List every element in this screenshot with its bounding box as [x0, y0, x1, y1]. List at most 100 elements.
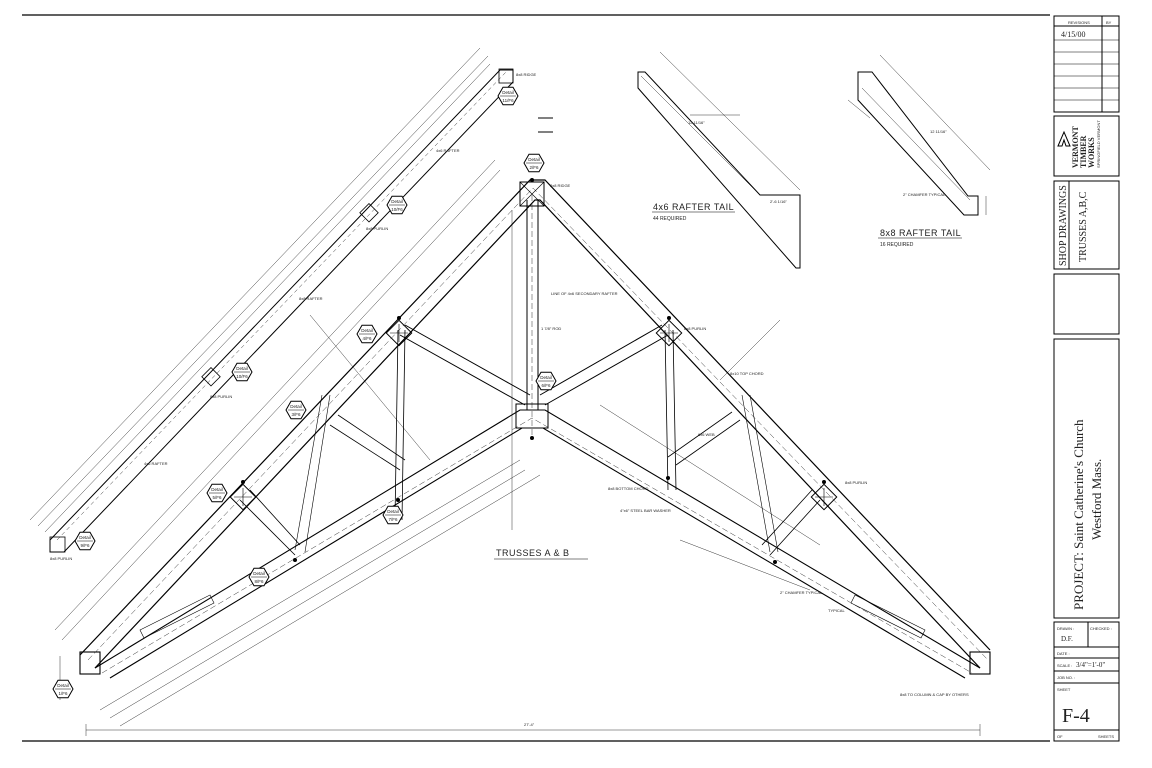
detail-label: Detail — [387, 509, 399, 514]
detail-ref: 3/F6 — [291, 412, 301, 417]
detail-callout-d3: Detail 3/F6 — [285, 400, 307, 420]
tail1-qty: 44 REQUIRED — [653, 216, 687, 222]
rafter-tail-8x8 — [847, 54, 991, 216]
tail1-title: 4x6 RAFTER TAIL — [653, 202, 734, 212]
note-top-chord: 8x10 TOP CHORD — [730, 371, 764, 376]
detail-ref: 10/F6 — [236, 374, 248, 379]
project-location: Westford Mass. — [1089, 459, 1104, 540]
note-secondary-rafter: LINE OF 4x6 SECONDARY RAFTER — [551, 291, 618, 296]
detail-callout-d2: Detail 2/F6 — [523, 153, 545, 173]
detail-ref: 11/F6 — [502, 98, 514, 103]
outer-rafter-dimensions — [29, 47, 491, 533]
drawing-subject: TRUSSES A,B,C — [1078, 191, 1089, 262]
detail-callout-d1: Detail 1/F6 — [52, 679, 74, 699]
company-logo — [1057, 130, 1071, 147]
detail-ref: 5/F6 — [212, 495, 222, 500]
note-purlin-right: 8x8 PURLIN — [684, 326, 706, 331]
sheet-number: F-4 — [1062, 705, 1090, 727]
drawn-value: D.F. — [1061, 635, 1073, 643]
detail-ref: 9/F6 — [80, 543, 90, 548]
note-purlin-right2: 8x8 PURLIN — [845, 480, 867, 485]
note-post: 8x8 TO COLUMN & CAP BY OTHERS — [900, 692, 969, 697]
tail1-dim-a: 12 11/16" — [688, 120, 705, 125]
tail2-dim-b: 2" CHAMFER TYPICAL — [903, 192, 946, 197]
main-view-title: TRUSSES A & B — [496, 548, 570, 558]
detail-label: Detail — [502, 90, 514, 95]
detail-ref: 1/F6 — [58, 691, 68, 696]
detail-callout-d4: Detail 4/F6 — [356, 324, 378, 344]
rafter-tail-4x6 — [637, 51, 801, 269]
note-bottom-chord: 8x8 BOTTOM CHORD — [608, 486, 648, 491]
note-web: 6x6 WEB — [698, 432, 715, 437]
scale-value: 3/4"=1'-0" — [1076, 661, 1105, 669]
sheets-label: SHEETS — [1098, 734, 1114, 739]
note-typical: TYPICAL — [828, 608, 845, 613]
detail-callout-d6: Detail 6/F6 — [535, 371, 557, 391]
svg-text:WORKS: WORKS — [1087, 137, 1096, 168]
drawn-label: DRAWN : — [1057, 626, 1074, 631]
note-rafter-upper: 4x6 RAFTER — [436, 148, 460, 153]
detail-callouts: Detail11/F6Detail10/F6Detail10/F6Detail9… — [52, 86, 557, 699]
outer-rafter — [49, 68, 514, 553]
revisions-header: REVISIONS — [1068, 20, 1090, 25]
detail-ref: 8/F6 — [254, 579, 264, 584]
detail-label: Detail — [236, 366, 248, 371]
span-dimension: 27'-4" — [524, 722, 535, 727]
tail2-title: 8x8 RAFTER TAIL — [880, 228, 961, 238]
detail-label: Detail — [253, 571, 265, 576]
drawing-type: SHOP DRAWINGS — [1058, 185, 1069, 266]
date-label: DATE : — [1057, 651, 1070, 656]
note-ridge-main: 8x8 RIDGE — [550, 183, 571, 188]
job-label: JOB NO. : — [1057, 675, 1075, 680]
detail-callout-d10: Detail 10/F6 — [386, 195, 408, 215]
note-rafter-lower: 4x6 RAFTER — [144, 461, 168, 466]
note-steel-bar: 4"x6" STEEL BAR WASHER — [620, 508, 671, 513]
detail-label: Detail — [79, 535, 91, 540]
tail1-dim-b: 2'-6 1/16" — [770, 199, 787, 204]
note-chamfer: 2" CHAMFER TYPICAL — [780, 590, 823, 595]
detail-label: Detail — [391, 199, 403, 204]
project-name: PROJECT: Saint Catherine's Church — [1071, 419, 1086, 610]
note-rafter-mid: 8x8 RAFTER — [299, 296, 323, 301]
of-label: OF — [1057, 734, 1063, 739]
sheet-label: SHEET — [1057, 687, 1071, 692]
detail-label: Detail — [290, 404, 302, 409]
sheet-border — [22, 14, 1050, 742]
detail-label: Detail — [361, 328, 373, 333]
title-block — [1053, 15, 1120, 742]
svg-text:SPRINGFIELD VERMONT: SPRINGFIELD VERMONT — [1096, 120, 1101, 168]
detail-ref: 2/F6 — [529, 165, 539, 170]
truss-hardware — [241, 178, 826, 564]
center-marks — [538, 117, 553, 133]
detail-label: Detail — [528, 157, 540, 162]
note-purlin-b: 8x8 PURLIN — [210, 394, 232, 399]
tail2-qty: 16 REQUIRED — [880, 242, 914, 248]
detail-label: Detail — [540, 375, 552, 380]
svg-text:TIMBER: TIMBER — [1079, 135, 1088, 168]
scale-label: SCALE : — [1057, 663, 1072, 668]
detail-ref: 6/F6 — [541, 383, 551, 388]
detail-ref: 7/F6 — [388, 517, 398, 522]
checked-label: CHECKED : — [1090, 626, 1112, 631]
detail-callout-d8: Detail 8/F6 — [248, 567, 270, 587]
tail2-dim-a: 12 11/16" — [930, 129, 947, 134]
note-ridge-top: 8x8 RIDGE — [516, 72, 537, 77]
detail-callout-d9: Detail 9/F6 — [74, 531, 96, 551]
detail-callout-d7: Detail 7/F6 — [382, 505, 404, 525]
note-purlin-c: 8x8 PURLIN — [50, 556, 72, 561]
note-purlin-a: 8x8 PURLIN — [366, 226, 388, 231]
revision-date: 4/15/00 — [1061, 30, 1085, 39]
detail-callout-d5: Detail 5/F6 — [206, 483, 228, 503]
svg-text:VERMONT: VERMONT — [1071, 126, 1080, 168]
detail-callout-d11: Detail 11/F6 — [497, 86, 519, 106]
by-header: BY — [1106, 20, 1112, 25]
detail-ref: 10/F6 — [391, 207, 403, 212]
detail-ref: 4/F6 — [362, 336, 372, 341]
truss-dimensions — [54, 159, 981, 736]
detail-callout-d10b: Detail 10/F6 — [231, 362, 253, 382]
note-rod: 1 7/8" ROD — [541, 326, 561, 331]
detail-label: Detail — [57, 683, 69, 688]
company-name: VERMONT TIMBER WORKS SPRINGFIELD VERMONT — [1071, 120, 1101, 168]
detail-label: Detail — [211, 487, 223, 492]
